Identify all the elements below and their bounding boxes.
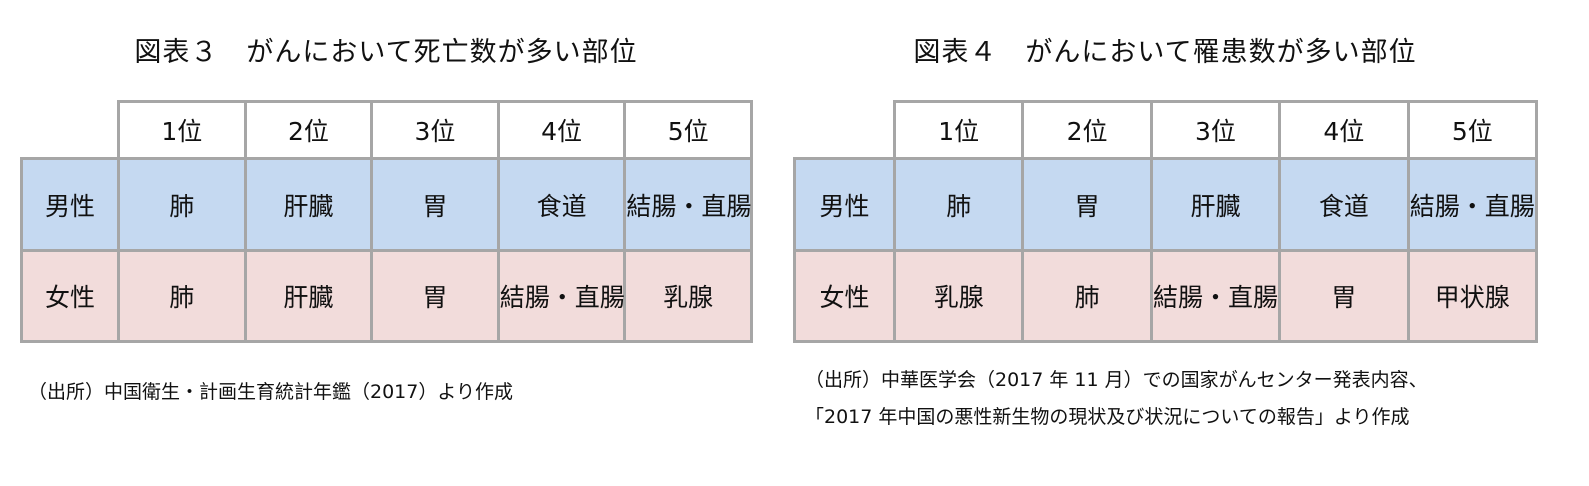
table3-source: （出所）中国衛生・計画生育統計年鑑（2017）より作成 [28,374,513,411]
rank-header: 1位 [892,100,1025,160]
cell: 肝臓 [243,157,374,252]
table-row-male: 男性 肺 胃 肝臓 食道 結腸・直腸 [793,157,1539,252]
row-label: 男性 [793,157,896,252]
row-label: 女性 [20,249,120,343]
cell: 甲状腺 [1406,249,1539,343]
rank-header: 3位 [1149,100,1282,160]
table-row-female: 女性 乳腺 肺 結腸・直腸 胃 甲状腺 [793,249,1539,343]
row-label: 女性 [793,249,896,343]
table3: 1位 2位 3位 4位 5位 男性 肺 肝臓 胃 食道 結腸・直腸 女性 肺 肝… [20,100,753,343]
cell: 肺 [1021,249,1153,343]
cell: 乳腺 [892,249,1025,343]
blank-cell [21,101,119,160]
table-row-female: 女性 肺 肝臓 胃 結腸・直腸 乳腺 [20,249,753,343]
rank-header: 1位 [117,100,247,160]
cell: 肝臓 [243,249,374,343]
table4-source: （出所）中華医学会（2017 年 11 月）での国家がんセンター発表内容、 「2… [805,362,1428,436]
rank-header: 5位 [623,100,753,160]
table4: 1位 2位 3位 4位 5位 男性 肺 胃 肝臓 食道 結腸・直腸 女性 乳腺 … [793,100,1539,343]
row-label: 男性 [20,157,120,252]
cell: 乳腺 [623,249,753,343]
cell: 結腸・直腸 [496,249,627,343]
rank-header: 4位 [496,100,627,160]
cell: 結腸・直腸 [1406,157,1539,252]
rank-header: 4位 [1278,100,1410,160]
header-row: 1位 2位 3位 4位 5位 [794,100,1539,160]
blank-cell [794,101,895,160]
cell: 胃 [1278,249,1410,343]
cell: 肺 [892,157,1025,252]
cell: 食道 [496,157,627,252]
source-line: （出所）中国衛生・計画生育統計年鑑（2017）より作成 [28,381,513,403]
cell: 結腸・直腸 [1149,249,1282,343]
source-line: 「2017 年中国の悪性新生物の現状及び状況についての報告」より作成 [805,406,1410,428]
cell: 肺 [117,249,247,343]
cell: 肝臓 [1149,157,1282,252]
cell: 胃 [1021,157,1153,252]
table4-title: 図表４ がんにおいて罹患数が多い部位 [913,37,1417,68]
cell: 胃 [370,249,500,343]
cell: 食道 [1278,157,1410,252]
cell: 肺 [117,157,247,252]
rank-header: 2位 [243,100,374,160]
table3-title: 図表３ がんにおいて死亡数が多い部位 [134,37,638,68]
table-row-male: 男性 肺 肝臓 胃 食道 結腸・直腸 [20,157,753,252]
cell: 胃 [370,157,500,252]
rank-header: 5位 [1406,100,1539,160]
source-line: （出所）中華医学会（2017 年 11 月）での国家がんセンター発表内容、 [805,369,1428,391]
rank-header: 3位 [370,100,500,160]
cell: 結腸・直腸 [623,157,753,252]
rank-header: 2位 [1021,100,1153,160]
header-row: 1位 2位 3位 4位 5位 [21,100,753,160]
